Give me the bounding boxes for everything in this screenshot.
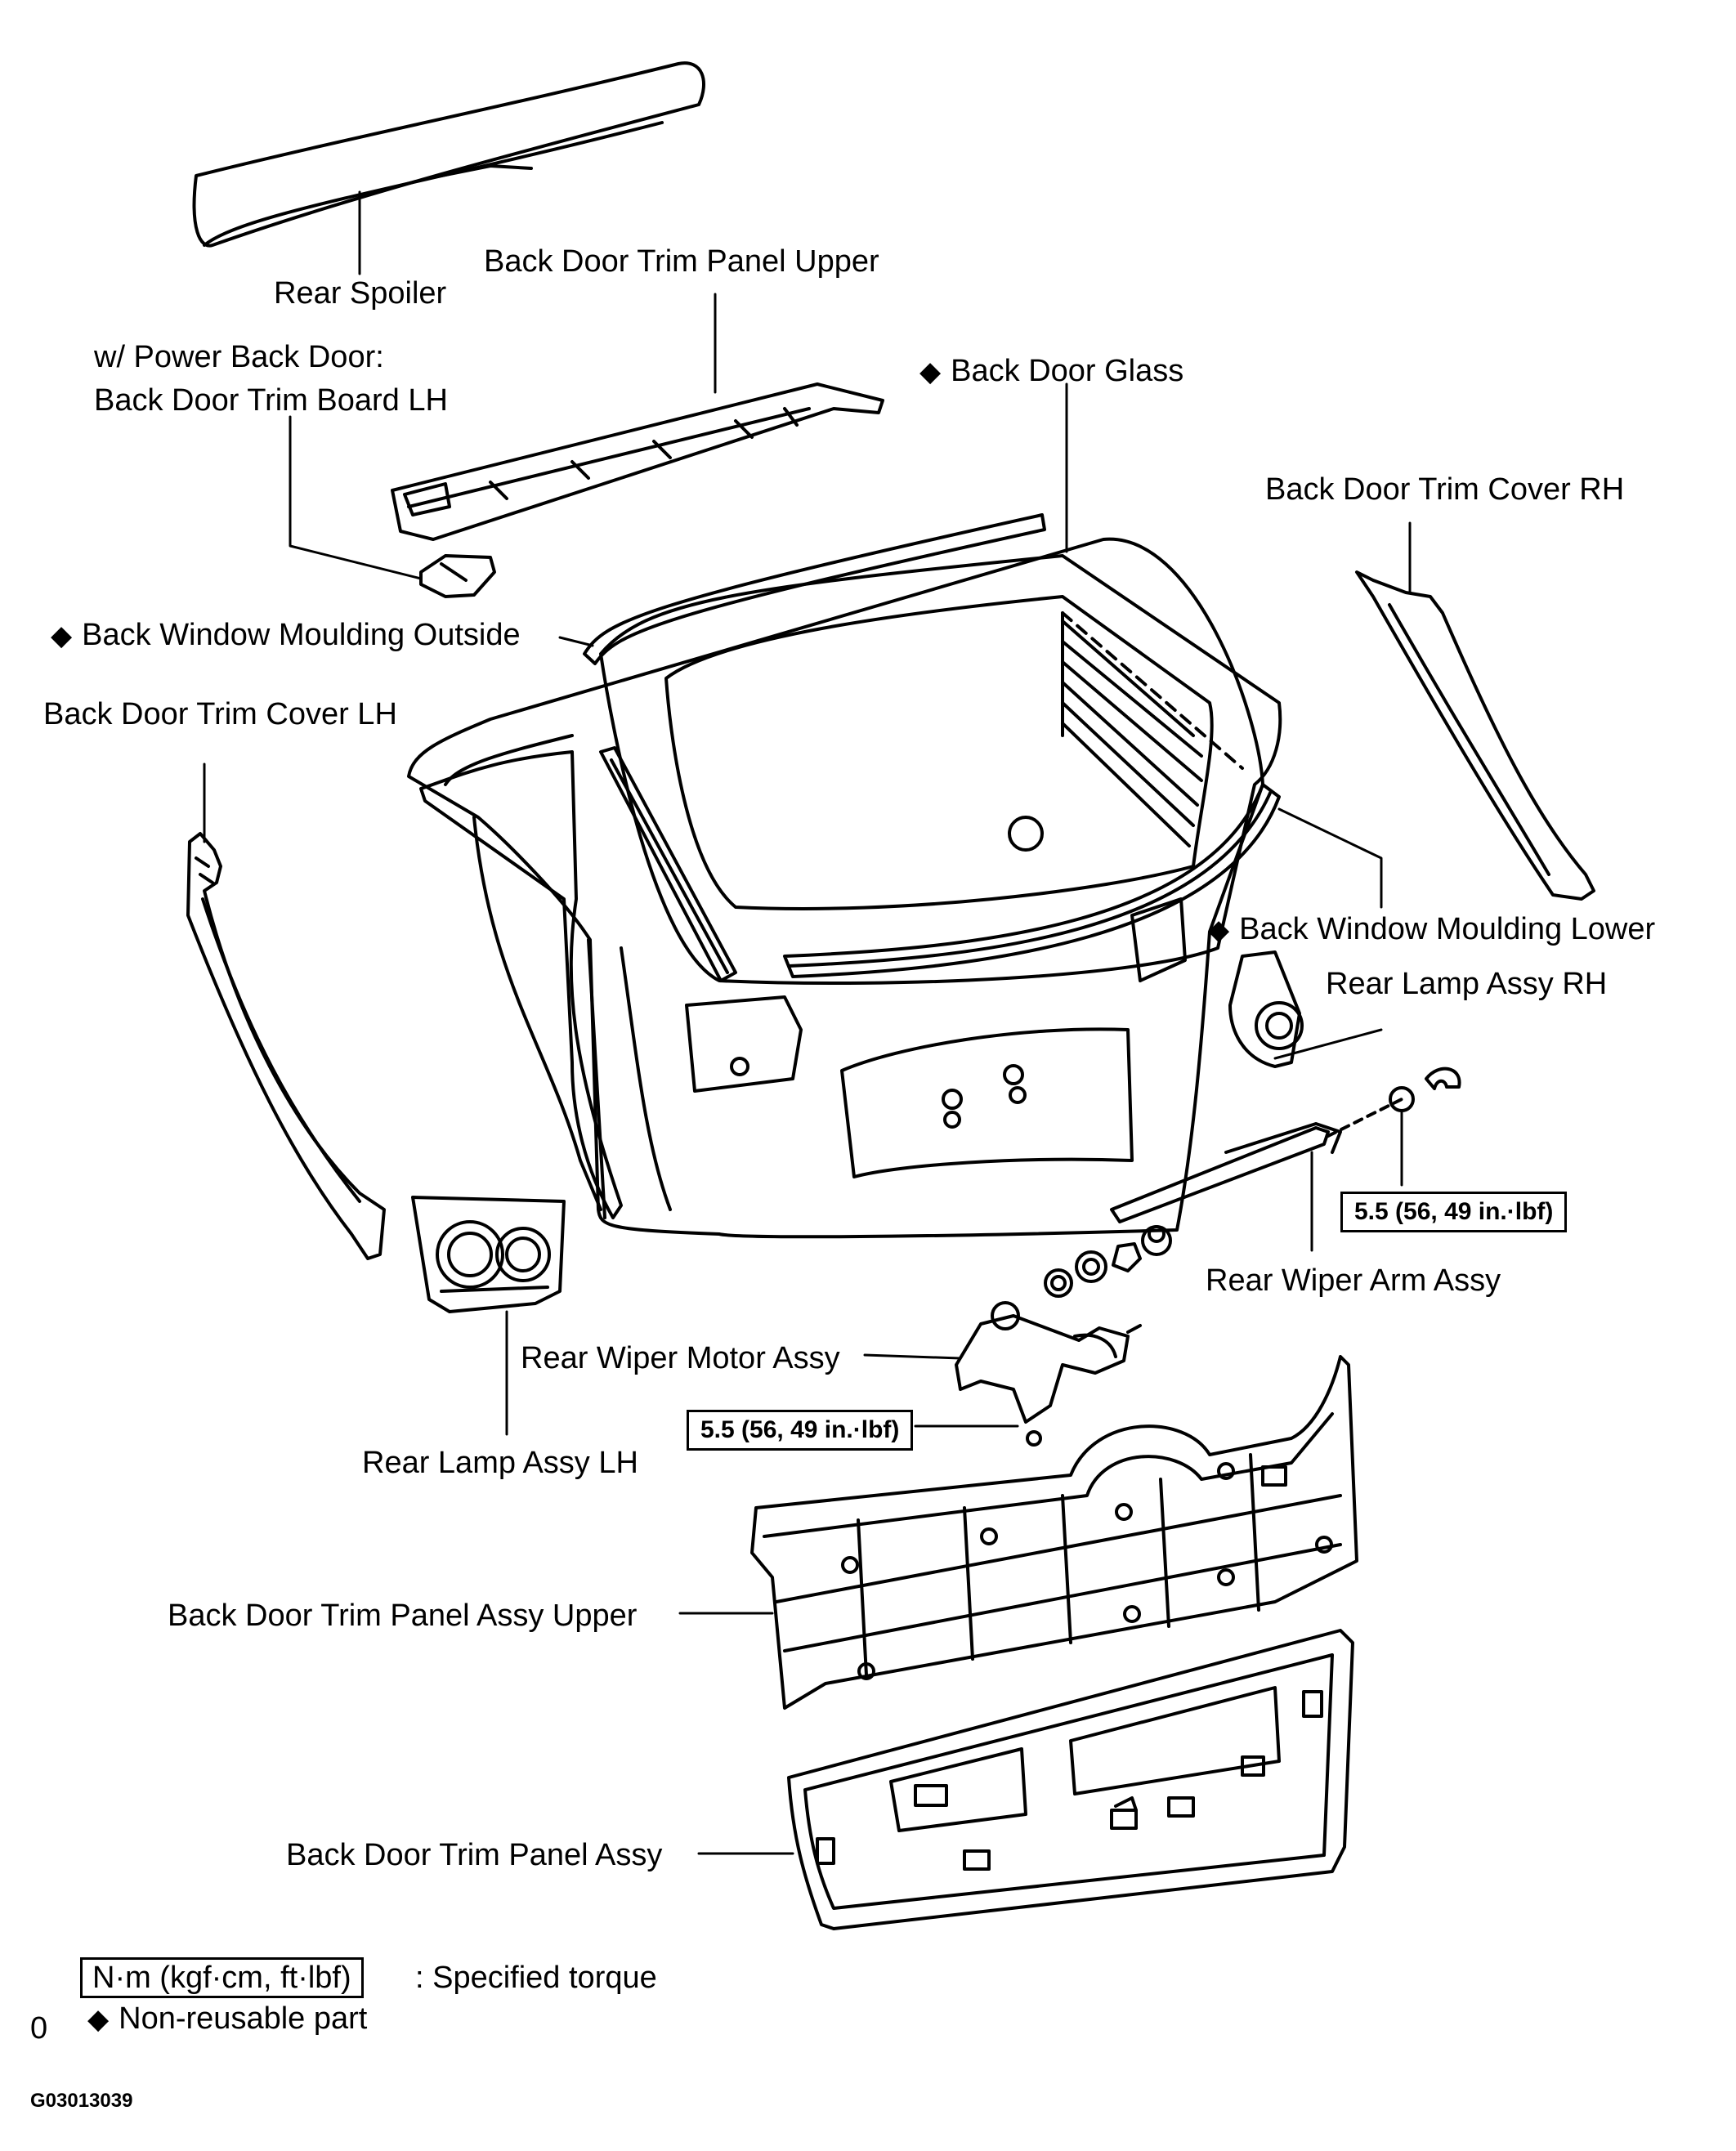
torque-wiper-arm: 5.5 (56, 49 in.·lbf) [1340, 1192, 1568, 1232]
leader-lines [203, 190, 1412, 1855]
rear-lamp-rh-part [1228, 950, 1304, 1068]
label-wiper-arm: Rear Wiper Arm Assy [1206, 1263, 1501, 1298]
label-trim-panel-assy: Back Door Trim Panel Assy [286, 1838, 663, 1872]
label-rear-spoiler: Rear Spoiler [274, 276, 447, 311]
label-rear-lamp-lh: Rear Lamp Assy LH [362, 1446, 638, 1480]
back-door-glass-part [599, 554, 1282, 986]
label-trim-cover-lh: Back Door Trim Cover LH [43, 697, 397, 731]
trim-panel-assy-upper-part [750, 1355, 1358, 1710]
label-trim-panel-assy-upper: Back Door Trim Panel Assy Upper [168, 1599, 638, 1633]
label-trim-panel-upper: Back Door Trim Panel Upper [484, 244, 879, 279]
trim-panel-assy-part [787, 1629, 1354, 1930]
label-back-door-glass: ◆ Back Door Glass [919, 353, 1183, 390]
torque-wiper-motor: 5.5 (56, 49 in.·lbf) [687, 1410, 914, 1451]
label-trim-board-lh: Back Door Trim Board LH [94, 383, 448, 418]
legend-nonreusable-text: Non-reusable part [119, 2001, 368, 2036]
label-power-door-note: w/ Power Back Door: [94, 340, 384, 374]
rear-spoiler-part [192, 61, 705, 248]
label-text: Back Window Moulding Lower [1239, 912, 1656, 946]
nonreusable-diamond: ◆ [1208, 915, 1230, 946]
label-moulding-outside: ◆ Back Window Moulding Outside [51, 617, 521, 654]
figure-id: G03013039 [30, 2090, 133, 2112]
trim-cover-rh-part [1355, 570, 1595, 901]
legend-torque-unit: N·m (kgf·cm, ft·lbf) [80, 1957, 364, 1998]
trim-cover-lh-part [186, 832, 386, 1260]
wiper-pivot-hardware [1044, 1225, 1172, 1298]
moulding-lower-part [783, 783, 1281, 978]
trim-board-lh-part [419, 554, 496, 598]
label-wiper-motor: Rear Wiper Motor Assy [521, 1341, 840, 1375]
label-text: Back Window Moulding Outside [82, 618, 521, 652]
nonreusable-diamond: ◆ [87, 2004, 110, 2035]
nonreusable-diamond: ◆ [919, 356, 942, 387]
label-moulding-lower: ◆ Back Window Moulding Lower [1208, 911, 1655, 948]
side-moulding-strip [599, 746, 737, 982]
back-door-body [407, 537, 1264, 1239]
label-text: Back Door Glass [951, 354, 1184, 388]
legend-nonreusable: ◆ Non-reusable part [87, 2001, 367, 2037]
label-rear-lamp-rh: Rear Lamp Assy RH [1326, 967, 1608, 1001]
nonreusable-diamond: ◆ [51, 620, 73, 651]
moulding-outside-part [583, 513, 1046, 665]
rear-wiper-motor-part [955, 1301, 1142, 1447]
trim-panel-upper-part [391, 382, 884, 541]
rear-lamp-lh-part [411, 1196, 566, 1313]
legend-torque-desc: : Specified torque [415, 1961, 657, 1995]
legend-stray-mark: 0 [30, 2011, 48, 2046]
label-trim-cover-rh: Back Door Trim Cover RH [1265, 472, 1625, 507]
